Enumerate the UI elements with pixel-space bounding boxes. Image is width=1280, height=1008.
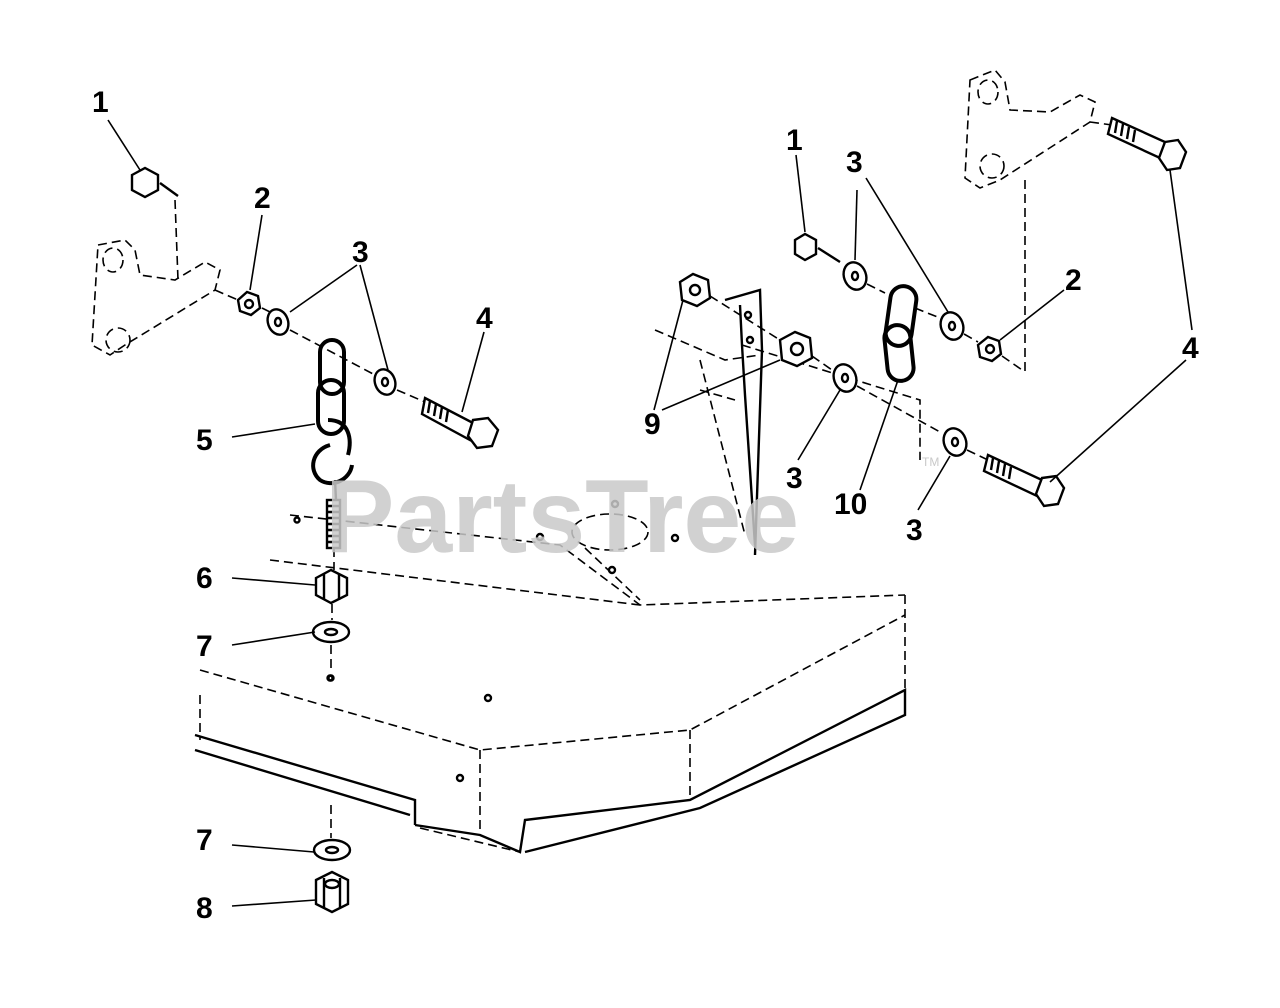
- left-locknut-8: [314, 870, 350, 914]
- watermark: PartsTree TM: [325, 455, 939, 575]
- right-spacer-2: [976, 335, 1003, 363]
- callout-right-nut-9: 9: [644, 408, 661, 441]
- callout-left-nut-6: 6: [196, 562, 213, 595]
- mower-deck: [194, 499, 907, 854]
- right-hanger-bracket: [964, 69, 1113, 375]
- callout-right-washer-3a: 3: [846, 146, 863, 179]
- callout-right-bolt-4: 4: [1182, 332, 1199, 365]
- callout-left-chain-5: 5: [196, 424, 213, 457]
- callout-left-locknut-8: 8: [196, 892, 213, 925]
- callout-left-washer-3: 3: [352, 236, 369, 269]
- right-washer-3d: [942, 427, 968, 457]
- callout-left-washer-7a: 7: [196, 630, 213, 663]
- left-washer-3b: [373, 368, 397, 396]
- right-washer-3c: [832, 363, 858, 393]
- left-bolt-4: [420, 396, 500, 450]
- right-nut-1: [793, 232, 841, 264]
- callout-left-bolt-4: 4: [476, 302, 493, 335]
- right-bolt-4-upper: [1106, 116, 1188, 172]
- left-washer-7a: [311, 620, 351, 644]
- left-axis-line: [214, 289, 239, 301]
- leader-lines: [107, 119, 1193, 907]
- left-washer-7b: [312, 838, 352, 862]
- right-washer-3a: [842, 261, 868, 291]
- left-chain-5: [311, 338, 354, 570]
- right-bolt-4-lower: [982, 453, 1066, 508]
- left-washer-3a: [266, 308, 290, 336]
- callout-left-nut-1: 1: [92, 86, 109, 119]
- callout-labels: 1 2 3 4 5 6 7 7 8 1 3 2 4 9 3 10 3: [92, 86, 1199, 925]
- right-chain-10: [882, 284, 919, 383]
- right-nut-9-lower: [778, 330, 814, 368]
- right-nut-9-upper: [678, 272, 712, 308]
- left-nut-1: [130, 166, 179, 199]
- callout-left-washer-7b: 7: [196, 824, 213, 857]
- callout-right-spacer-2: 2: [1065, 264, 1082, 297]
- callout-right-washer-3d: 3: [906, 514, 923, 547]
- callout-right-nut-1: 1: [786, 124, 803, 157]
- left-spacer-2: [236, 290, 262, 317]
- callout-right-chain-10: 10: [834, 488, 867, 521]
- callout-left-spacer-2: 2: [254, 182, 271, 215]
- watermark-trademark: TM: [922, 455, 939, 469]
- left-hanger-bracket: [91, 199, 221, 356]
- watermark-brand: PartsTree: [325, 459, 799, 575]
- callout-right-washer-3c: 3: [786, 462, 803, 495]
- left-nut-6: [314, 568, 349, 605]
- right-washer-3b: [939, 311, 965, 341]
